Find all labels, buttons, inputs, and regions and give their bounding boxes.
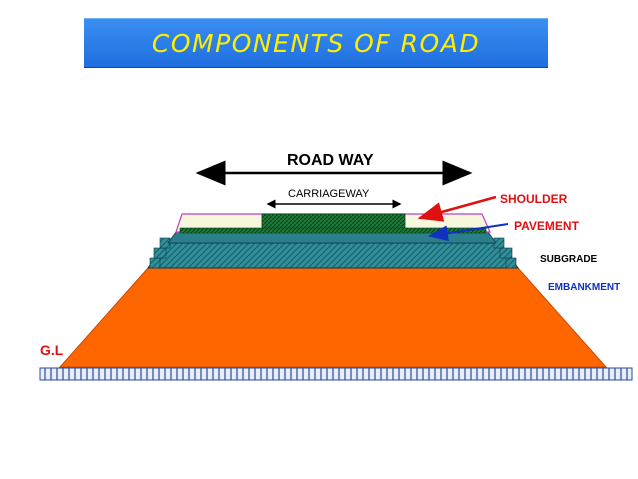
right-shoulder-steps — [493, 237, 517, 269]
page-title: COMPONENTS OF ROAD — [151, 28, 481, 58]
carriageway-label: CARRIAGEWAY — [288, 188, 370, 200]
embankment-layer — [58, 267, 608, 368]
pavement-label: PAVEMENT — [514, 219, 580, 233]
subgrade-layer — [147, 242, 519, 269]
shoulder-label: SHOULDER — [500, 192, 568, 206]
ground-level-label: G.L — [40, 342, 64, 358]
road-way-label: ROAD WAY — [287, 152, 374, 169]
title-banner: COMPONENTS OF ROAD — [84, 18, 548, 68]
shoulder-pointer-arrow — [417, 195, 497, 222]
embankment-label: EMBANKMENT — [548, 282, 620, 293]
ground-line — [39, 367, 633, 381]
subgrade-label: SUBGRADE — [540, 254, 598, 265]
pavement-layer-lower — [179, 227, 487, 234]
pavement-layer — [261, 213, 406, 231]
pavement-pointer-arrow — [428, 223, 509, 242]
